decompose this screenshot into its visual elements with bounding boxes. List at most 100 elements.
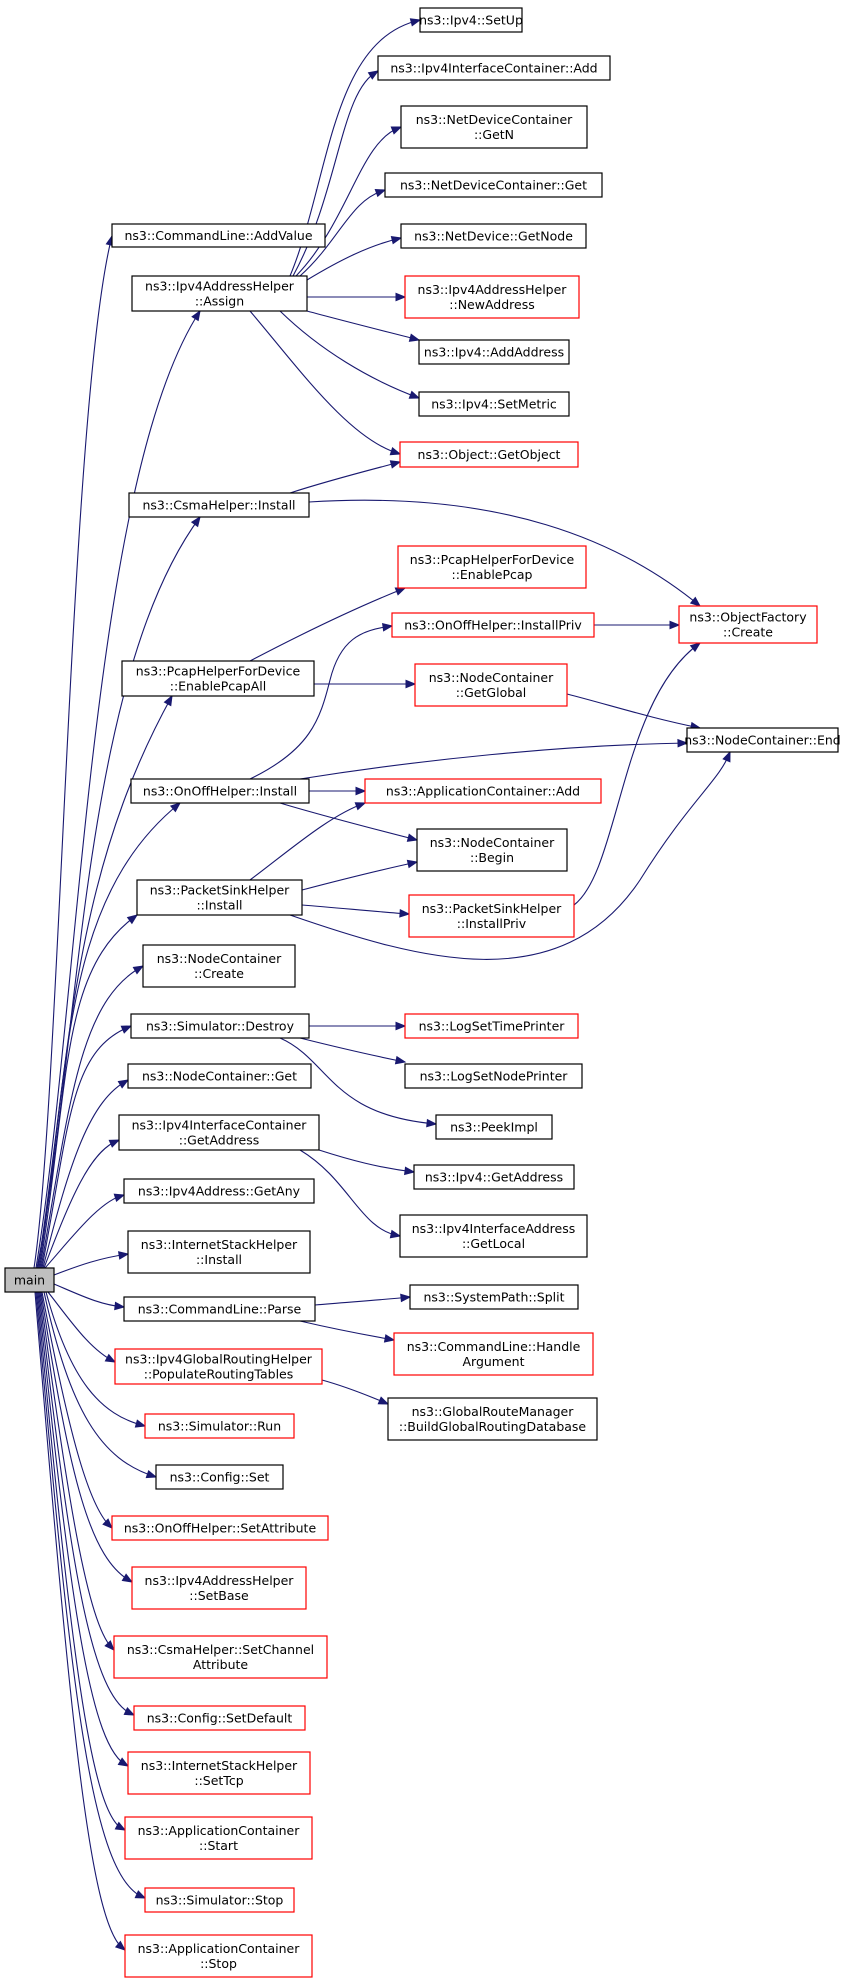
node-sink-installpriv[interactable]: ns3::PacketSinkHelper::InstallPriv (408, 894, 575, 938)
node-nd-getnode[interactable]: ns3::NetDevice::GetNode (400, 223, 587, 249)
node-label: ::EnablePcapAll (170, 679, 267, 694)
node-iic-add[interactable]: ns3::Ipv4InterfaceContainer::Add (377, 55, 611, 81)
node-ac-start[interactable]: ns3::ApplicationContainer::Start (124, 1816, 313, 1860)
edge-line (566, 693, 701, 729)
node-ac-add[interactable]: ns3::ApplicationContainer::Add (364, 778, 602, 804)
node-grh-populate[interactable]: ns3::Ipv4GlobalRoutingHelper::PopulateRo… (114, 1348, 323, 1385)
call-edge-main-to-ipv4helper_assign (35, 309, 201, 1269)
edge-arrowhead (409, 18, 422, 27)
edge-arrowhead (689, 596, 702, 607)
node-ipv4addr-getany[interactable]: ns3::Ipv4Address::GetAny (123, 1178, 315, 1204)
node-ipv4helper-newaddr[interactable]: ns3::Ipv4AddressHelper::NewAddress (404, 275, 580, 319)
node-log-setnode[interactable]: ns3::LogSetNodePrinter (404, 1063, 583, 1089)
node-box (399, 441, 579, 468)
node-box (127, 1751, 311, 1795)
node-box (133, 1705, 306, 1731)
call-edge-ipv4helper_assign-to-ndc_getn (295, 126, 403, 277)
call-edge-main-to-ish_install (53, 1251, 130, 1276)
node-ipv4-setup[interactable]: ns3::Ipv4::SetUp (419, 7, 523, 33)
node-ipv4-addaddress[interactable]: ns3::Ipv4::AddAddress (418, 339, 570, 365)
call-edge-csma_install-to-object_getobject (289, 460, 402, 494)
node-onoff-installpriv[interactable]: ns3::OnOffHelper::InstallPriv (391, 612, 595, 638)
node-nc-create[interactable]: ns3::NodeContainer::Create (142, 944, 296, 988)
node-iic-getaddress[interactable]: ns3::Ipv4InterfaceContainer::GetAddress (118, 1114, 320, 1151)
node-syspath-split[interactable]: ns3::SystemPath::Split (409, 1284, 579, 1310)
node-nc-getglobal[interactable]: ns3::NodeContainer::GetGlobal (414, 663, 568, 707)
edge-line (36, 1291, 126, 1831)
node-box (144, 1887, 295, 1913)
node-grm-build[interactable]: ns3::GlobalRouteManager::BuildGlobalRout… (387, 1397, 598, 1441)
node-label: ns3::ObjectFactory (689, 610, 807, 625)
node-label: ns3::Simulator::Run (158, 1419, 281, 1434)
node-iia-getlocal[interactable]: ns3::Ipv4InterfaceAddress::GetLocal (399, 1214, 588, 1258)
node-box (131, 1566, 307, 1610)
call-edge-main-to-config_set (43, 1291, 158, 1479)
node-ipv4helper-setbase[interactable]: ns3::Ipv4AddressHelper::SetBase (131, 1566, 307, 1610)
node-label: ns3::Ipv4Address::GetAny (138, 1184, 301, 1199)
node-ish-install[interactable]: ns3::InternetStackHelper::Install (127, 1230, 311, 1274)
node-label: ::Start (199, 1838, 238, 1853)
node-pcap-enable[interactable]: ns3::PcapHelperForDevice::EnablePcap (397, 545, 587, 589)
node-sink-install[interactable]: ns3::PacketSinkHelper::Install (136, 879, 303, 916)
call-edge-cmd_parse-to-syspath_split (314, 1293, 412, 1306)
edge-line (299, 742, 688, 780)
node-sim-run[interactable]: ns3::Simulator::Run (144, 1413, 295, 1439)
edge-arrowhead (108, 1139, 121, 1148)
call-edge-sink_install-to-nc_begin (301, 859, 419, 891)
node-sim-stop[interactable]: ns3::Simulator::Stop (144, 1887, 295, 1913)
edge-arrowhead (406, 833, 419, 842)
node-box (364, 778, 602, 804)
node-nc-begin[interactable]: ns3::NodeContainer::Begin (416, 828, 568, 872)
call-edge-main-to-config_setdefault (38, 1291, 136, 1716)
node-label: ns3::CsmaHelper::Install (142, 498, 295, 513)
node-nc-end[interactable]: ns3::NodeContainer::End (684, 727, 841, 753)
edge-arrowhead (102, 1518, 113, 1529)
node-config-setdefault[interactable]: ns3::Config::SetDefault (133, 1705, 306, 1731)
node-config-set[interactable]: ns3::Config::Set (155, 1464, 284, 1490)
edge-arrowhead (190, 515, 201, 528)
node-box (435, 1114, 553, 1140)
node-label: ns3::Ipv4::SetUp (419, 13, 523, 28)
node-csma-install[interactable]: ns3::CsmaHelper::Install (128, 492, 310, 518)
node-ipv4-setmetric[interactable]: ns3::Ipv4::SetMetric (418, 391, 570, 417)
node-ndc-get[interactable]: ns3::NetDeviceContainer::Get (384, 172, 603, 198)
node-box (393, 1332, 594, 1376)
node-box (111, 223, 326, 248)
node-cmd-parse[interactable]: ns3::CommandLine::Parse (123, 1296, 316, 1322)
node-box (127, 1063, 312, 1089)
node-ndc-getn[interactable]: ns3::NetDeviceContainer::GetN (400, 105, 588, 149)
node-main[interactable]: main (4, 1267, 55, 1293)
call-edge-main-to-ac_start (36, 1291, 127, 1831)
node-box (413, 1164, 575, 1190)
call-edge-main-to-pcap_enableall (37, 694, 173, 1269)
node-label: Argument (462, 1354, 524, 1369)
node-ipv4helper-assign[interactable]: ns3::Ipv4AddressHelper::Assign (131, 275, 308, 312)
node-label: main (14, 1273, 45, 1288)
node-ish-settcp[interactable]: ns3::InternetStackHelper::SetTcp (127, 1751, 311, 1795)
node-label: ns3::OnOffHelper::SetAttribute (124, 1521, 317, 1536)
node-nc-get[interactable]: ns3::NodeContainer::Get (127, 1063, 312, 1089)
node-label: ns3::OnOffHelper::Install (143, 784, 297, 799)
call-edge-main-to-nc_get (42, 1079, 130, 1269)
call-edge-onoff_install-to-nc_end (299, 738, 689, 780)
node-label: ::GetN (474, 127, 514, 142)
call-edge-ipv4helper_assign-to-ipv4helper_newaddr (307, 292, 407, 302)
node-label: ns3::NodeContainer::End (684, 733, 840, 748)
node-box (130, 1013, 310, 1039)
node-object-getobject[interactable]: ns3::Object::GetObject (399, 441, 579, 468)
node-sim-destroy[interactable]: ns3::Simulator::Destroy (130, 1013, 310, 1039)
node-ipv4-getaddress[interactable]: ns3::Ipv4::GetAddress (413, 1164, 575, 1190)
node-pcap-enableall[interactable]: ns3::PcapHelperForDevice::EnablePcapAll (121, 660, 315, 697)
call-edge-iic_getaddress-to-ipv4_getaddress (318, 1149, 416, 1176)
node-onoff-install[interactable]: ns3::OnOffHelper::Install (130, 778, 310, 804)
node-peekimpl[interactable]: ns3::PeekImpl (435, 1114, 553, 1140)
node-objfactory-create[interactable]: ns3::ObjectFactory::Create (678, 605, 818, 644)
node-label: ns3::Ipv4InterfaceContainer (132, 1118, 308, 1133)
node-log-settime[interactable]: ns3::LogSetTimePrinter (404, 1013, 579, 1039)
node-ac-stop[interactable]: ns3::ApplicationContainer::Stop (124, 1934, 313, 1978)
edge-line (299, 1149, 401, 1237)
node-cmd-addvalue[interactable]: ns3::CommandLine::AddValue (111, 223, 326, 248)
node-onoff-setattr[interactable]: ns3::OnOffHelper::SetAttribute (111, 1515, 329, 1541)
